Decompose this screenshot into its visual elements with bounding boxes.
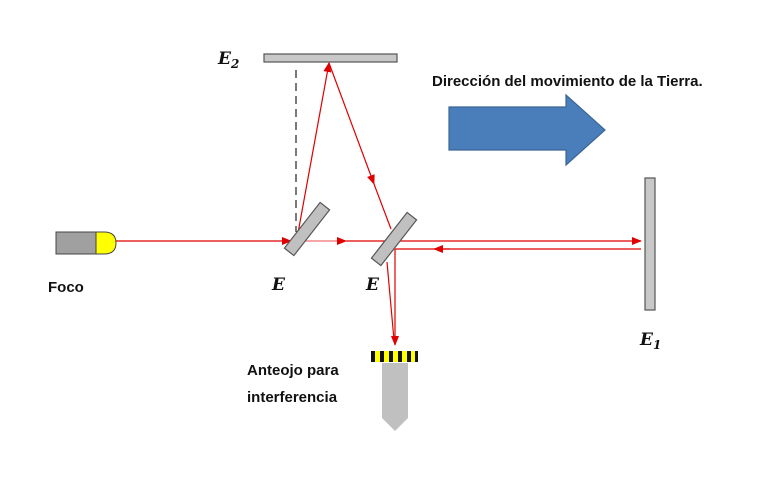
label-direction: Dirección del movimiento de la Tierra. bbox=[432, 73, 703, 90]
eyepiece-icon bbox=[371, 351, 418, 431]
label-source: Foco bbox=[48, 279, 84, 296]
mirror-e2 bbox=[263, 53, 398, 63]
label-eyepiece-line1: Anteojo para bbox=[247, 362, 339, 379]
label-eyepiece-line2: interferencia bbox=[247, 389, 338, 406]
label-e2: E2 bbox=[217, 49, 239, 71]
label-splitter-2: E bbox=[365, 275, 380, 295]
mirror-e1 bbox=[644, 177, 656, 311]
light-beams bbox=[116, 62, 642, 346]
beam-splitter-2 bbox=[370, 211, 418, 267]
beam-splitter-1 bbox=[283, 201, 331, 257]
light-source-icon bbox=[55, 231, 117, 255]
label-splitter-1: E bbox=[271, 275, 286, 295]
direction-arrow-icon bbox=[448, 93, 606, 167]
label-e1: E1 bbox=[639, 330, 661, 352]
